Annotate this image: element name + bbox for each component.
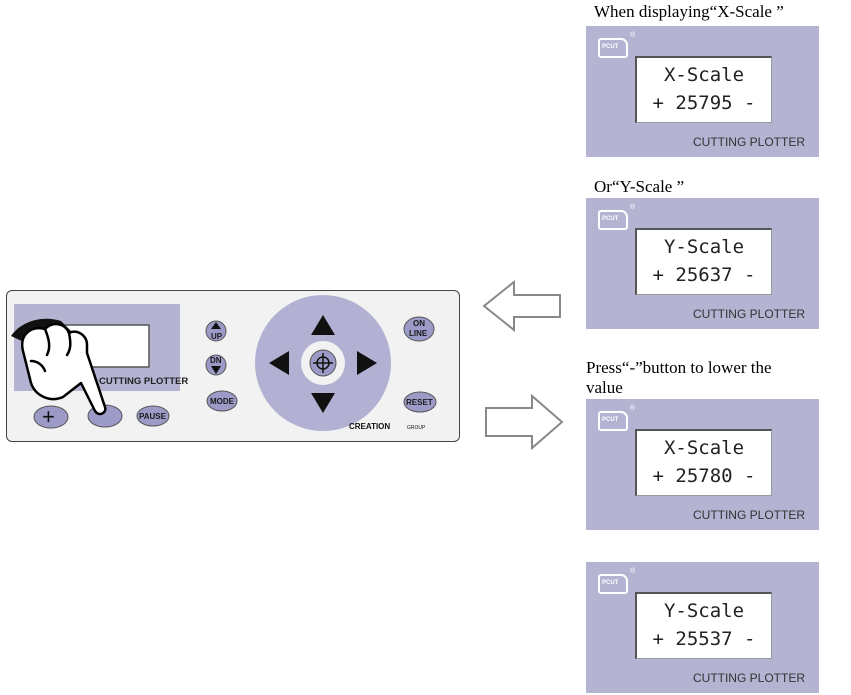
plus-button[interactable]: + [33,404,69,429]
pcut-logo: PCUT [598,210,628,230]
lcd-line-2: + 25780 - [652,465,756,487]
pointing-hand-icon [11,318,107,416]
svg-text:ON: ON [413,319,425,328]
pcut-logo: PCUT [598,411,628,431]
panel-brand-label: CUTTING PLOTTER [99,376,188,387]
lcd-line-1: Y-Scale [663,600,745,622]
lcd-panel-y-scale-1: PCUT ® Y-Scale + 25637 - CUTTING PLOTTER [586,198,819,329]
svg-text:UP: UP [211,332,223,341]
arrow-left-button[interactable] [269,351,289,375]
arrow-right-button[interactable] [357,351,377,375]
pcut-logo: PCUT [598,574,628,594]
maker-suffix: GROUP [407,425,426,431]
arrow-left-icon [482,279,561,333]
maker-label: CREATION [349,422,390,431]
arrow-right-icon [485,393,564,451]
caption-y-scale: Or“Y-Scale ” [594,177,685,196]
brand-label: CUTTING PLOTTER [692,671,805,685]
svg-text:MODE: MODE [210,397,235,406]
svg-text:LINE: LINE [409,329,428,338]
svg-text:DN: DN [210,356,222,365]
lcd-line-2: + 25637 - [652,264,756,286]
lcd-panel-y-scale-2: PCUT ® Y-Scale + 25537 - CUTTING PLOTTER [586,562,819,693]
lcd-screen: X-Scale + 25780 - [635,429,772,496]
lcd-line-2: + 25795 - [652,92,756,114]
dn-button[interactable]: DN [205,354,227,376]
caption-value: value [586,378,623,397]
online-button[interactable]: ON LINE [403,316,435,342]
direction-keypad [255,295,391,431]
lcd-screen: Y-Scale + 25537 - [635,592,772,659]
brand-label: CUTTING PLOTTER [692,508,805,522]
brand-label: CUTTING PLOTTER [692,135,805,149]
lcd-line-1: X-Scale [663,64,745,86]
brand-label: CUTTING PLOTTER [692,307,805,321]
lcd-line-1: X-Scale [663,437,745,459]
lcd-panel-x-scale-2: PCUT ® X-Scale + 25780 - CUTTING PLOTTER [586,399,819,530]
up-button[interactable]: UP [205,320,227,342]
pcut-logo: PCUT [598,38,628,58]
pause-button[interactable]: PAUSE [136,405,170,427]
svg-text:+: + [42,404,55,429]
arrow-up-button[interactable] [311,315,335,335]
plotter-control-panel: CUTTING PLOTTER UP DN MODE [6,290,460,442]
reset-button[interactable]: RESET [403,391,437,413]
svg-text:RESET: RESET [406,398,433,407]
mode-button[interactable]: MODE [206,390,238,412]
svg-text:PAUSE: PAUSE [139,412,167,421]
caption-press-minus: Press“-”button to lower the [586,358,772,377]
lcd-screen: X-Scale + 25795 - [635,56,772,123]
arrow-down-button[interactable] [311,393,335,413]
caption-x-scale: When displaying“X-Scale ” [594,2,784,21]
lcd-line-1: Y-Scale [663,236,745,258]
lcd-panel-x-scale-1: PCUT ® X-Scale + 25795 - CUTTING PLOTTER [586,26,819,157]
lcd-line-2: + 25537 - [652,628,756,650]
lcd-screen: Y-Scale + 25637 - [635,228,772,295]
